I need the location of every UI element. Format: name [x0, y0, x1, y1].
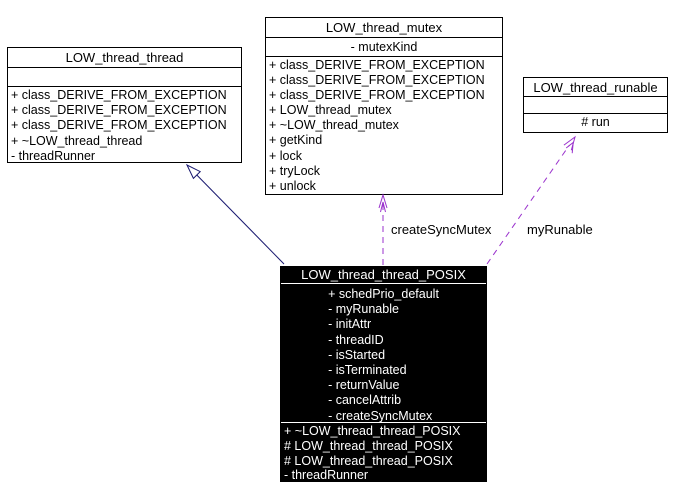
- class-box-low-thread-runable[interactable]: LOW_thread_runable # run: [523, 77, 668, 133]
- method-item: + getKind: [269, 133, 323, 148]
- method-item: + ~LOW_thread_thread: [11, 133, 143, 148]
- class-methods: + ~LOW_thread_thread_POSIX # LOW_thread_…: [281, 423, 486, 483]
- attribute-item: - isTerminated: [328, 363, 407, 378]
- method-item: + tryLock: [269, 163, 321, 178]
- attribute-item: - returnValue: [328, 378, 400, 393]
- method-item: + unlock: [269, 178, 316, 193]
- class-title: LOW_thread_runable: [524, 78, 667, 97]
- class-title: LOW_thread_thread: [8, 48, 241, 68]
- class-title: LOW_thread_thread_POSIX: [281, 267, 486, 284]
- class-attributes-empty: [524, 97, 667, 114]
- method-item: + LOW_thread_mutex: [269, 103, 392, 118]
- attribute-item: - isStarted: [328, 347, 386, 362]
- attribute-item: + schedPrio_default: [328, 287, 439, 301]
- class-title: LOW_thread_mutex: [266, 18, 502, 38]
- edge-label-create-sync-mutex: createSyncMutex: [391, 222, 492, 237]
- class-methods: + class_DERIVE_FROM_EXCEPTION + class_DE…: [266, 57, 502, 194]
- class-methods: + class_DERIVE_FROM_EXCEPTION + class_DE…: [8, 87, 241, 164]
- method-item: + class_DERIVE_FROM_EXCEPTION: [269, 73, 485, 88]
- method-item: + class_DERIVE_FROM_EXCEPTION: [11, 103, 227, 118]
- attribute-item: - initAttr: [328, 317, 372, 332]
- method-item: # LOW_thread_thread_POSIX: [284, 438, 453, 453]
- edge-label-my-runable: myRunable: [527, 222, 593, 237]
- method-item: # run: [581, 115, 610, 129]
- attribute-item: - mutexKind: [350, 40, 418, 54]
- attribute-item: - cancelAttrib: [328, 393, 402, 408]
- method-item: + class_DERIVE_FROM_EXCEPTION: [269, 58, 485, 72]
- class-attributes: - mutexKind: [266, 38, 502, 57]
- class-attributes: + schedPrio_default - myRunable - initAt…: [281, 284, 486, 423]
- class-box-low-thread-thread[interactable]: LOW_thread_thread + class_DERIVE_FROM_EX…: [7, 47, 242, 163]
- method-item: + class_DERIVE_FROM_EXCEPTION: [11, 118, 227, 133]
- method-item: - threadRunner: [11, 148, 96, 163]
- class-methods: # run: [524, 114, 667, 131]
- usage-edge-create-sync-mutex: [378, 193, 388, 265]
- method-item: + lock: [269, 148, 303, 163]
- attribute-item: - myRunable: [328, 302, 399, 317]
- method-item: + ~LOW_thread_mutex: [269, 118, 399, 133]
- class-attributes-empty: [8, 68, 241, 87]
- method-item: + class_DERIVE_FROM_EXCEPTION: [11, 88, 227, 102]
- class-box-low-thread-thread-posix: LOW_thread_thread_POSIX + schedPrio_defa…: [280, 266, 487, 482]
- attribute-item: - createSyncMutex: [328, 408, 433, 423]
- method-item: + ~LOW_thread_thread_POSIX: [284, 424, 461, 438]
- attribute-item: - threadID: [328, 332, 384, 347]
- method-item: - threadRunner: [284, 468, 369, 483]
- class-box-low-thread-mutex[interactable]: LOW_thread_mutex - mutexKind + class_DER…: [265, 17, 503, 195]
- method-item: # LOW_thread_thread_POSIX: [284, 453, 453, 468]
- method-item: + class_DERIVE_FROM_EXCEPTION: [269, 88, 485, 103]
